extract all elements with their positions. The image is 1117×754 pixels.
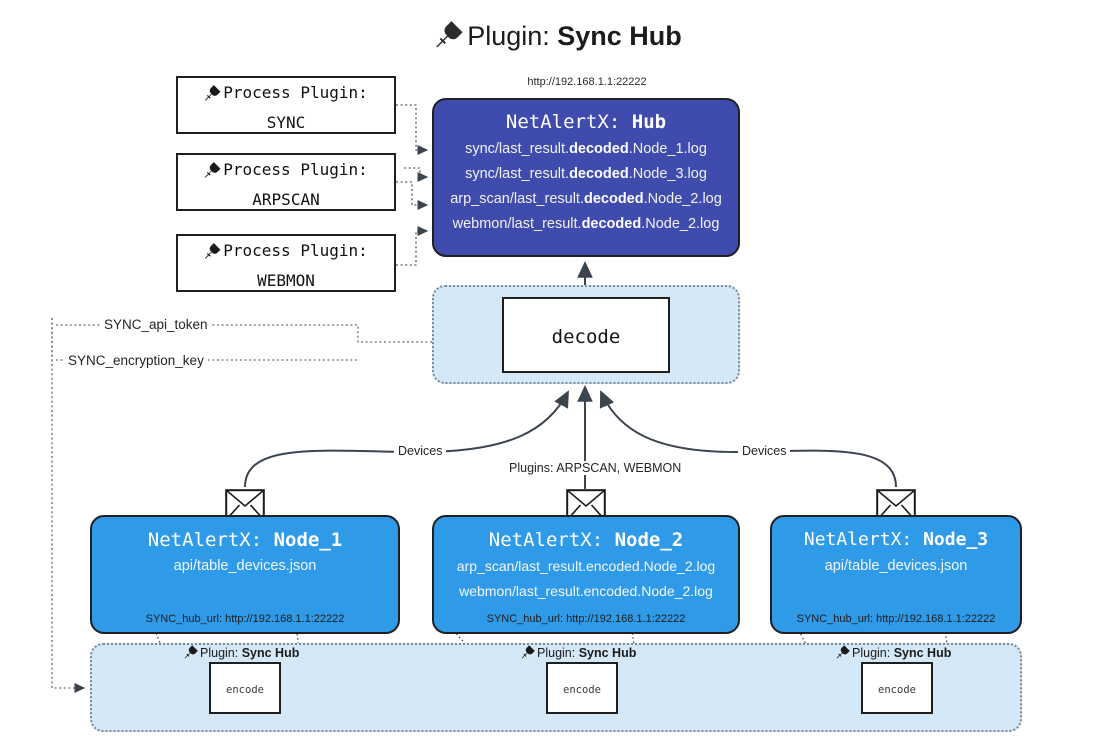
encode-caption-1: Plugin: Sync Hub (184, 645, 299, 662)
edge-label-plugins: Plugins: ARPSCAN, WEBMON (505, 461, 686, 475)
encode-caption-2: Plugin: Sync Hub (521, 645, 636, 662)
proc-line1: Process Plugin: (178, 79, 394, 109)
node-footer: SYNC_hub_url: http://192.168.1.1:22222 (796, 613, 996, 625)
encode-box-2[interactable]: encode (546, 662, 618, 714)
node-footer: SYNC_hub_url: http://192.168.1.1:22222 (486, 613, 686, 625)
logline-mid: decoded (583, 191, 644, 207)
plug-icon (204, 82, 222, 109)
proc-line1: Process Plugin: (178, 237, 394, 267)
node-title-name: Node_3 (923, 529, 989, 550)
node-line: arp_scan/last_result.encoded.Node_2.log (456, 558, 716, 574)
logline-pre: sync/last_result. (465, 141, 570, 157)
plug-icon (204, 159, 222, 186)
proc-line1: Process Plugin: (178, 156, 394, 186)
hub-title: NetAlertX: Hub (434, 107, 738, 137)
node-box-node-2[interactable]: NetAlertX: Node_2 arp_scan/last_result.e… (432, 515, 740, 634)
process-plugin-box-webmon[interactable]: Process Plugin: WEBMON (176, 234, 396, 292)
plug-icon (204, 240, 222, 267)
process-plugin-box-sync[interactable]: Process Plugin: SYNC (176, 76, 396, 134)
node-title-prefix: NetAlertX: (803, 529, 924, 550)
logline-post: .Node_3.log (628, 166, 707, 182)
plug-icon (435, 19, 465, 59)
hub-logline: arp_scan/last_result.decoded.Node_2.log (434, 187, 738, 212)
encode-caption-3: Plugin: Sync Hub (836, 645, 951, 662)
hub-logline: sync/last_result.decoded.Node_3.log (434, 162, 738, 187)
encode-box-1[interactable]: encode (209, 662, 281, 714)
logline-mid: decoded (569, 166, 629, 182)
node-title-prefix: NetAlertX: (488, 529, 615, 551)
decode-box[interactable]: decode (502, 297, 670, 373)
plug-icon (184, 645, 199, 662)
proc-line2: WEBMON (257, 271, 315, 290)
node-box-node-3[interactable]: NetAlertX: Node_3 api/table_devices.json… (770, 515, 1022, 634)
logline-mid: decoded (581, 216, 642, 232)
proc-label: Process Plugin: (223, 160, 368, 179)
node-line: api/table_devices.json (824, 558, 968, 574)
node-box-node-1[interactable]: NetAlertX: Node_1 api/table_devices.json… (90, 515, 400, 634)
logline-post: .Node_2.log (643, 191, 722, 207)
hub-box[interactable]: NetAlertX: Hub sync/last_result.decoded.… (432, 98, 740, 257)
encode-box-3[interactable]: encode (861, 662, 933, 714)
envelope-icon (566, 489, 606, 521)
logline-pre: sync/last_result. (465, 166, 570, 182)
hub-url-caption: http://192.168.1.1:22222 (527, 76, 647, 88)
proc-line2: SYNC (266, 113, 306, 132)
plug-icon (836, 645, 851, 662)
node-title: NetAlertX: Node_2 (434, 526, 738, 554)
hub-title-prefix: NetAlertX: (505, 111, 632, 133)
logline-post: .Node_1.log (628, 141, 707, 157)
label-sync-api-token: SYNC_api_token (100, 317, 212, 332)
envelope-icon (876, 489, 916, 521)
encode-caption-name: Sync Hub (241, 646, 300, 660)
logline-mid: decoded (569, 141, 629, 157)
page-title-prefix: Plugin: (467, 21, 558, 51)
plug-icon (521, 645, 536, 662)
proc-label: Process Plugin: (223, 83, 368, 102)
node-line: api/table_devices.json (173, 558, 317, 574)
edge-label-devices-left: Devices (394, 444, 447, 458)
node-footer: SYNC_hub_url: http://192.168.1.1:22222 (145, 613, 345, 625)
logline-pre: webmon/last_result. (452, 216, 582, 232)
hub-logline: sync/last_result.decoded.Node_1.log (434, 137, 738, 162)
edge-label-devices-right: Devices (738, 444, 791, 458)
node-title-name: Node_1 (273, 529, 343, 551)
node-title: NetAlertX: Node_1 (92, 526, 398, 554)
envelope-icon (225, 489, 265, 521)
encode-caption-name: Sync Hub (578, 646, 637, 660)
encode-caption-name: Sync Hub (893, 646, 952, 660)
proc-line2: ARPSCAN (252, 190, 320, 209)
logline-pre: arp_scan/last_result. (450, 191, 584, 207)
encode-caption-prefix: Plugin: (200, 646, 242, 660)
node-title: NetAlertX: Node_3 (772, 526, 1020, 554)
hub-logline: webmon/last_result.decoded.Node_2.log (434, 212, 738, 237)
page-title: Plugin: Sync Hub (0, 16, 1117, 59)
node-line: webmon/last_result.encoded.Node_2.log (459, 583, 713, 599)
node-title-prefix: NetAlertX: (147, 529, 274, 551)
encode-caption-prefix: Plugin: (537, 646, 579, 660)
node-title-name: Node_2 (614, 529, 684, 551)
hub-title-name: Hub (631, 111, 667, 133)
label-sync-encryption-key: SYNC_encryption_key (64, 353, 208, 368)
process-plugin-box-arpscan[interactable]: Process Plugin: ARPSCAN (176, 153, 396, 211)
proc-label: Process Plugin: (223, 241, 368, 260)
logline-post: .Node_2.log (641, 216, 720, 232)
encode-caption-prefix: Plugin: (852, 646, 894, 660)
page-title-name: Sync Hub (557, 21, 682, 51)
